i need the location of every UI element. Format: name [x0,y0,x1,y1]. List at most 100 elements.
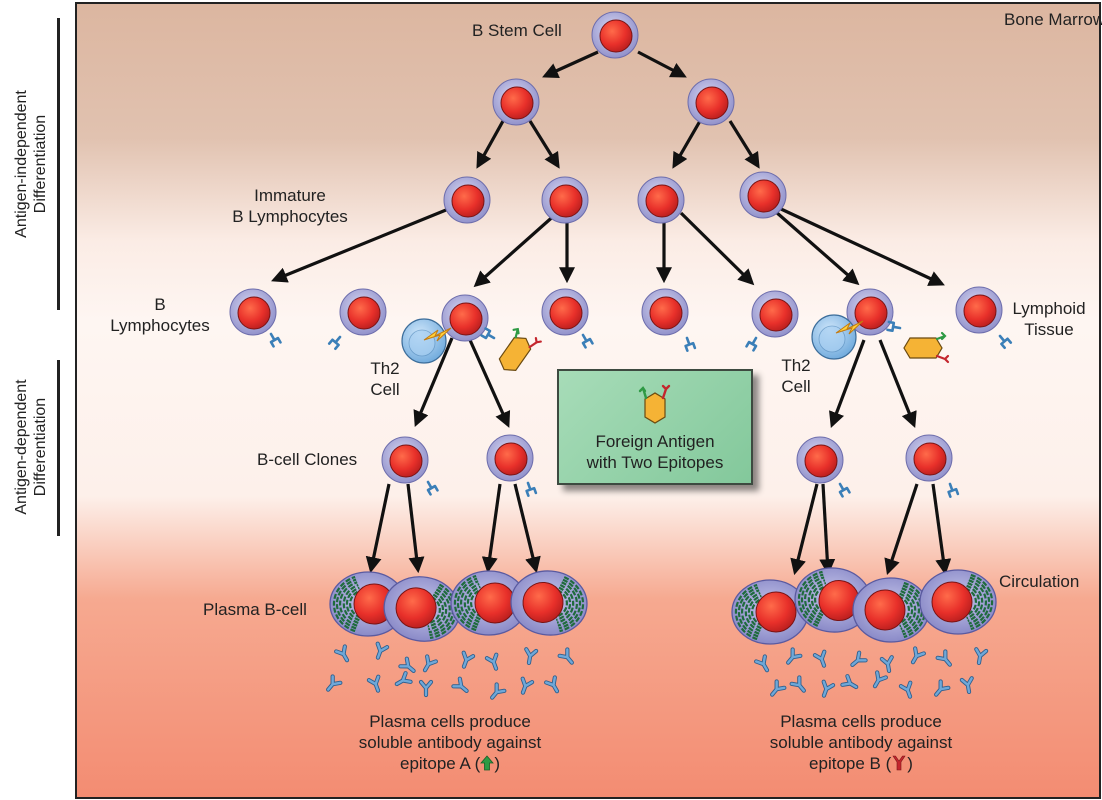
plasma-nucleus [522,581,564,623]
er-stripe [968,579,987,625]
er-stripe [556,584,575,624]
plasma-cell [383,576,461,642]
antibody-icon [375,641,390,660]
er-stripe [339,581,358,627]
antibody-icon [520,676,535,695]
antibody-icon [326,674,343,692]
cell-nucleus [549,296,583,330]
b-lymphocyte-4 [541,288,589,336]
arrow [878,339,917,428]
arrow [468,339,511,428]
plasma-nucleus [864,589,906,631]
b-cell-clone-4 [905,434,953,482]
antibody-icon [789,675,806,693]
antibody-fill [419,680,433,697]
cell-nucleus [500,86,534,120]
antibody-fill [558,648,574,664]
antibody-fill [525,648,538,665]
antibody-icon [484,652,499,671]
b-lymphocyte-activated-left [441,294,489,342]
inset-text: Foreign Antigen with Two Epitopes [559,431,751,473]
right-caption-line3-text: epitope B ( [809,754,892,773]
antibody-fill [754,655,769,672]
receptor-shape [525,481,538,497]
receptor-shape [327,335,342,351]
antibody-fill [452,677,468,693]
arrow [637,50,687,78]
cell-nucleus [645,184,679,218]
arrows-layer [271,50,952,576]
antibody-fill [960,677,973,694]
er-stripe [460,580,479,626]
antibody-fill [334,645,349,662]
th2-nucleus [408,329,436,357]
th2-right-line2: Cell [781,377,811,396]
arrow [728,120,760,169]
antibody-icon [451,676,469,693]
plasma-nucleus [474,582,516,624]
receptor-icon [947,482,960,498]
er-stripe [466,585,481,621]
er-stripe [969,576,991,628]
b-cell-clone-3 [796,436,844,484]
immature-cell-3 [637,176,685,224]
antibody-icon [557,647,574,665]
antigen-dependent-line1: Antigen-dependent [13,379,30,515]
antibody-icon [850,650,868,667]
plasma-cell [794,567,872,633]
er-stripe [901,587,920,633]
plasma-nucleus [395,587,437,629]
antibody-fill [911,647,926,664]
antibody-icon [418,679,434,698]
receptor-shape [684,336,697,352]
cell-nucleus [494,442,528,476]
receptor-icon [480,327,496,340]
arrow [790,483,819,576]
receptor-shape [269,332,282,348]
antigen-hexagon [498,336,532,372]
er-stripe [426,596,441,625]
er-stripe [807,579,826,619]
er-stripe [810,582,827,617]
er-stripe [965,587,978,617]
plasma-nucleus [931,581,973,623]
er-stripe [966,584,981,620]
plasma-cell [450,570,528,636]
antibody-icon [490,682,507,700]
antibody-icon [422,654,438,673]
antibody-fill [326,675,342,691]
plasma-cell [852,577,930,643]
antibody-icon [898,680,913,699]
antibody-fill [841,674,858,689]
lymphoid-line1: Lymphoid [1012,299,1086,318]
er-stripe [332,575,356,633]
th2-left-line1: Th2 [370,359,400,378]
receptor-icon [684,336,697,352]
antibody-icon [754,654,770,673]
antibody-icon [524,647,539,666]
antibody-icon [398,656,416,673]
immature-line1: Immature [254,186,326,205]
antibody-fill [521,677,534,694]
er-stripe [898,595,911,625]
antibody-fill [880,656,893,673]
plasma-nucleus [755,591,797,633]
cell-nucleus [913,442,947,476]
antibody-icon [934,679,951,697]
b-lymphocyte-2 [339,288,387,336]
receptor-shape [947,482,960,498]
er-stripe [967,582,984,622]
antibody-fill [490,683,506,699]
b-cell-clone-1 [381,436,429,484]
er-stripe [463,583,480,623]
arrow [819,483,836,576]
arrow [672,120,702,169]
antibody-icon [770,679,787,697]
receptor-icon [269,332,282,348]
receptor-icon [426,480,439,496]
b-lymphocyte-6 [751,290,799,338]
er-stripe [456,577,478,629]
er-stripe [899,592,914,628]
receptor-shape [998,334,1013,350]
cell-nucleus [347,296,381,330]
